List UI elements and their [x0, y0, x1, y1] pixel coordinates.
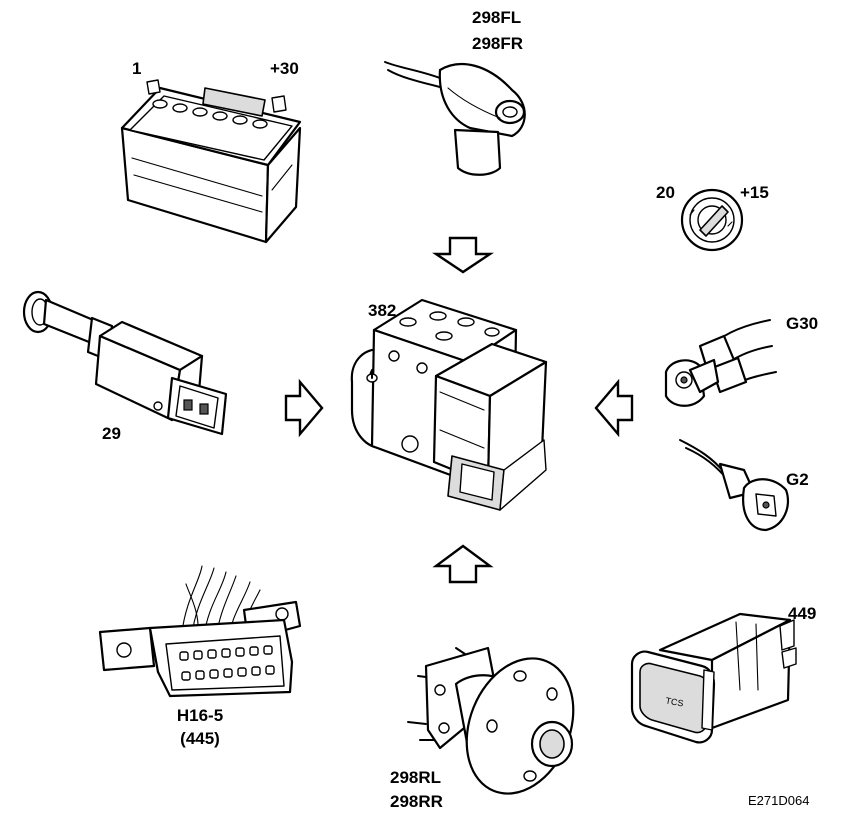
ground-point-g30-illustration: [664, 319, 777, 407]
rear-sensor-label-2: 298RR: [390, 792, 443, 811]
ground-point-g2-illustration: [679, 439, 790, 532]
diagnostic-connector-illustration: [98, 565, 302, 698]
battery-id-label: 1: [132, 59, 142, 78]
arrow-down: [432, 236, 494, 274]
front-sensor-label-2: 298FR: [472, 34, 524, 53]
arrow-left: [594, 378, 634, 438]
diagnostic-connector-label: H16-5 (445): [160, 706, 240, 748]
diagnostic-connector-ref: (445): [180, 729, 220, 748]
battery-illustration: [120, 79, 302, 244]
tcs-switch-illustration: TCS: [630, 612, 797, 744]
tcs-switch-label: 449: [788, 604, 817, 623]
rear-wheel-sensor-illustration: [407, 646, 575, 795]
ignition-id-label: 20: [656, 183, 675, 202]
diagnostic-connector-id: H16-5: [176, 706, 224, 725]
arrow-right: [284, 378, 324, 438]
front-wheel-sensor-illustration: [384, 61, 526, 176]
tcs-button-text: TCS: [665, 696, 684, 709]
flow-arrows: [284, 236, 634, 584]
control-module-label: 382: [368, 301, 397, 320]
ground-g2-label: G2: [786, 470, 809, 489]
front-sensor-label-1: 298FL: [472, 8, 522, 27]
rear-sensor-label-1: 298RL: [390, 768, 442, 787]
ignition-switch-illustration: [680, 188, 744, 252]
control-module-illustration: [350, 298, 548, 511]
brake-light-switch-illustration: [22, 290, 228, 436]
brake-switch-label: 29: [102, 424, 121, 443]
arrow-up: [432, 544, 494, 584]
ground-g30-label: G30: [786, 314, 819, 333]
figure-code: E271D064: [748, 793, 810, 808]
ignition-terminal-label: +15: [740, 183, 769, 202]
battery-terminal-label: +30: [270, 59, 299, 78]
